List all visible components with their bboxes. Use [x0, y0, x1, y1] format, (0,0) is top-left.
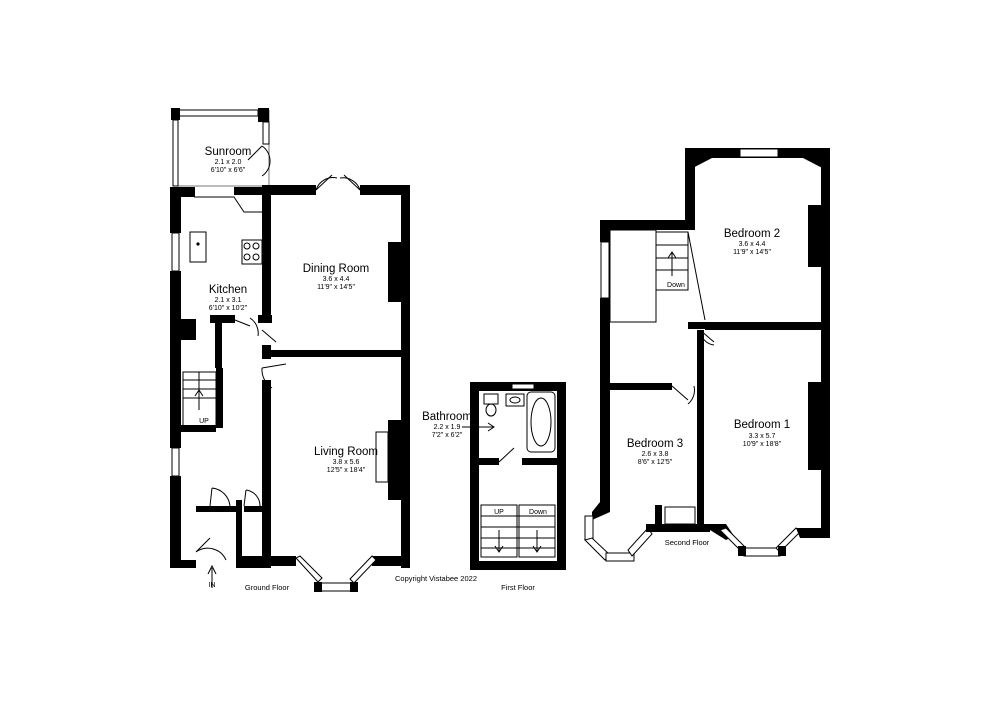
kitchen-imperial: 6'10" x 10'2": [209, 305, 248, 312]
bedroom3-door: [671, 385, 695, 405]
copyright-notice: Copyright Vistabee 2022: [395, 574, 477, 583]
living-room-name: Living Room: [314, 446, 378, 458]
sunroom-window: [177, 109, 259, 117]
kitchen-sink: [189, 231, 207, 263]
kitchen-metric: 2.1 x 3.1: [215, 297, 242, 304]
dining-room-imperial: 11'9" x 14'5": [317, 284, 355, 291]
bedroom1-chimney: [808, 382, 821, 470]
second-floor-label: Second Floor: [665, 538, 710, 547]
sunroom-side-window: [172, 119, 179, 187]
bedroom3-bay-window-front: [605, 552, 635, 562]
bathroom-window: [511, 383, 535, 390]
bedroom1-metric: 3.3 x 5.7: [749, 433, 776, 440]
living-room-imperial: 12'5" x 18'4": [327, 467, 366, 474]
first-stairs-down: [518, 504, 556, 558]
second-stairs-area: [609, 229, 657, 323]
wardrobe: [664, 506, 696, 525]
first-stairs-up: [480, 504, 518, 558]
sunroom-imperial: 6'10" x 6'6": [211, 167, 246, 174]
bedroom3-metric: 2.6 x 3.8: [642, 451, 669, 458]
living-room-metric: 3.8 x 5.6: [333, 459, 360, 466]
second-stairs: [655, 231, 689, 291]
toilet-icon: [483, 393, 499, 405]
kitchen-window: [171, 232, 180, 272]
bathroom-pointer-arrow-icon: [462, 422, 495, 432]
bathroom-imperial: 7'2" x 6'2": [432, 432, 463, 439]
kitchen-name: Kitchen: [209, 284, 247, 296]
first-floor-plan: [462, 382, 566, 570]
bay-window-right: [349, 555, 377, 584]
first-stairs-down-label: Down: [529, 509, 547, 516]
bedroom1-name: Bedroom 1: [734, 419, 790, 431]
basin-icon: [505, 393, 525, 407]
front-door: [195, 537, 227, 561]
bay-window-left: [295, 555, 323, 583]
stairs-up-arrow-icon: [194, 389, 204, 410]
entrance-arrow-icon: [207, 564, 217, 588]
hob-icon: [241, 239, 263, 265]
kitchen-door: [229, 317, 259, 337]
sunroom-name: Sunroom: [205, 146, 252, 158]
living-chimney-breast: [388, 420, 401, 500]
entrance-label: IN: [209, 582, 216, 589]
wc-door: [209, 487, 231, 507]
living-door: [261, 363, 287, 389]
bathroom-metric: 2.2 x 1.9: [434, 424, 461, 431]
sunroom-metric: 2.1 x 2.0: [215, 159, 242, 166]
fireplace: [375, 431, 389, 483]
second-stairs-down-label: Down: [667, 282, 685, 289]
dining-french-doors: [315, 174, 361, 191]
dining-room-name: Dining Room: [303, 263, 369, 275]
bedroom3-name: Bedroom 3: [627, 438, 683, 450]
bedroom2-window: [739, 148, 779, 158]
bath-icon: [526, 391, 556, 453]
bedroom3-imperial: 8'6" x 12'5": [638, 459, 673, 466]
bedroom2-metric: 3.6 x 4.4: [739, 241, 766, 248]
second-floor-plan: [584, 148, 830, 562]
bedroom1-bay-window-front: [743, 547, 781, 557]
sunroom-door: [247, 145, 271, 177]
bedroom3-bay-window-left: [584, 515, 594, 541]
hall-window: [171, 447, 180, 477]
bay-window-front: [317, 582, 355, 592]
ground-stairs-up-label: UP: [199, 418, 209, 425]
bathroom-name: Bathroom: [422, 411, 472, 423]
ground-floor-label: Ground Floor: [245, 583, 290, 592]
bathroom-door: [498, 447, 515, 463]
first-floor-label: First Floor: [501, 583, 535, 592]
bedroom2-name: Bedroom 2: [724, 228, 780, 240]
stairs-down-arrow-icon: [532, 530, 542, 553]
landing-window: [600, 241, 610, 299]
ground-floor-plan: [170, 108, 410, 592]
dining-chimney-breast: [388, 242, 401, 302]
first-stairs-up-label: UP: [494, 509, 504, 516]
dining-room-metric: 3.6 x 4.4: [323, 276, 350, 283]
bedroom1-imperial: 10'9" x 18'8": [743, 441, 782, 448]
bedroom2-imperial: 11'9" x 14'5": [733, 249, 771, 256]
second-stairs-arrow-icon: [667, 251, 677, 276]
bedroom2-chimney: [808, 205, 821, 267]
stairs-arrow-icon: [494, 530, 504, 553]
